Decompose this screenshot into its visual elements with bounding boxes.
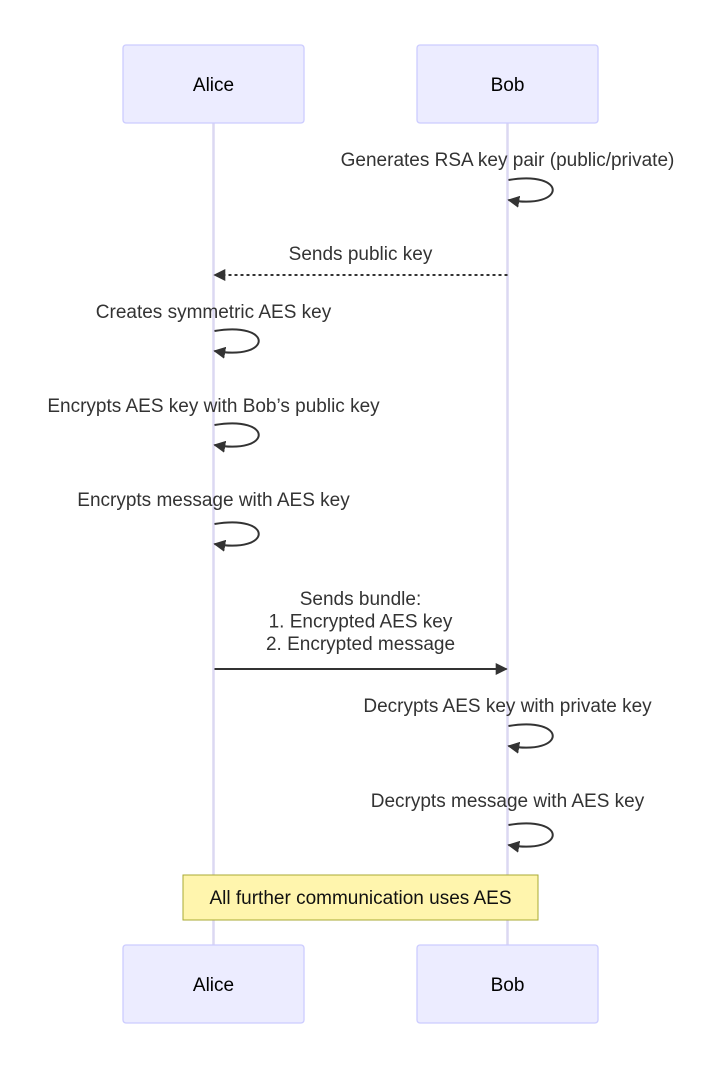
message-4: Encrypts AES key with Bob’s public key <box>47 396 380 453</box>
message-label: Sends public key <box>289 244 433 265</box>
actor-label: Bob <box>491 75 525 96</box>
actor-label: Alice <box>193 75 234 96</box>
message-label: 2. Encrypted message <box>266 634 455 655</box>
actor-bob-bottom: Bob <box>416 944 599 1024</box>
self-message-arrow <box>213 521 260 552</box>
actor-box <box>122 944 305 1024</box>
note: All further communication uses AES <box>182 874 539 921</box>
self-message-arrow <box>507 723 554 754</box>
note-box <box>182 874 539 921</box>
self-message-arrow <box>507 822 554 853</box>
note-text: All further communication uses AES <box>209 888 511 909</box>
message-label: Sends bundle: <box>300 589 422 610</box>
actor-alice-top: Alice <box>122 44 305 124</box>
actor-alice-bottom: Alice <box>122 944 305 1024</box>
actor-label: Bob <box>491 975 525 996</box>
message-label: Encrypts message with AES key <box>77 490 350 511</box>
message-label: Encrypts AES key with Bob’s public key <box>47 396 380 417</box>
actor-label: Alice <box>193 975 234 996</box>
message-3: Creates symmetric AES key <box>96 302 332 359</box>
actor-box <box>416 944 599 1024</box>
actor-bob-top: Bob <box>416 44 599 124</box>
actor-box <box>122 44 305 124</box>
actor-box <box>416 44 599 124</box>
message-label: Decrypts AES key with private key <box>363 696 652 717</box>
self-message-arrow <box>213 422 260 453</box>
message-5: Encrypts message with AES key <box>77 490 350 552</box>
message-7: Decrypts AES key with private key <box>363 696 652 754</box>
self-message-arrow <box>213 328 260 359</box>
message-label: Generates RSA key pair (public/private) <box>341 150 675 171</box>
message-label: 1. Encrypted AES key <box>269 612 453 633</box>
message-8: Decrypts message with AES key <box>371 791 645 853</box>
message-1: Generates RSA key pair (public/private) <box>341 150 675 208</box>
message-label: Creates symmetric AES key <box>96 302 332 323</box>
message-label: Decrypts message with AES key <box>371 791 645 812</box>
message-2: Sends public key <box>213 244 508 281</box>
self-message-arrow <box>507 177 554 208</box>
